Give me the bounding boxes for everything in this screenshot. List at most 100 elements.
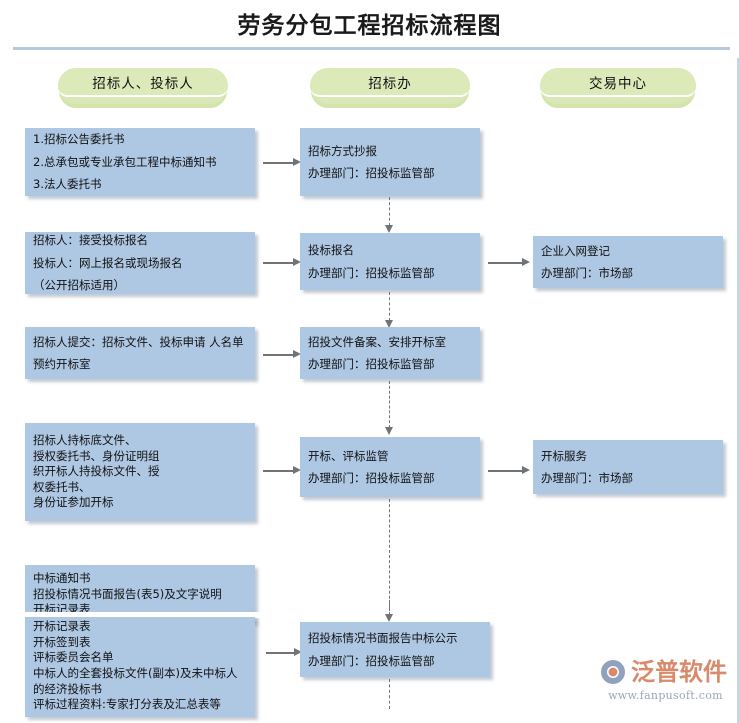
arrow-left3-to-mid3: [263, 350, 301, 359]
arrow-shaft: [488, 262, 523, 264]
arrow-head: [293, 258, 301, 266]
lane-header-bidder: 招标人、投标人: [58, 68, 228, 104]
arrow-left1-to-mid1: [263, 158, 301, 167]
arrow-shaft: [266, 652, 295, 654]
arrow-head: [522, 466, 530, 474]
node-mid-2: 投标报名 办理部门：招投标监管部: [300, 233, 480, 290]
brand-watermark: 泛普软件 www.fanpusoft.com: [598, 657, 733, 717]
connector-mid4-to-mid5: [389, 499, 390, 609]
node-left-2-line-2: 投标人：网上报名或现场报名: [33, 255, 183, 270]
arrow-head: [293, 466, 301, 474]
arrow-mid1-to-mid2: [385, 197, 394, 233]
node-left-4-line-4: 权委托书、: [33, 479, 91, 494]
arrow-head: [294, 648, 302, 656]
node-left-5-top-line-2: 招投标情况书面报告(表5)及文字说明: [33, 586, 222, 601]
node-left-2-line-1: 招标人：接受投标报名: [33, 233, 148, 248]
node-mid-5: 招投标情况书面报告中标公示 办理部门：招投标监管部: [300, 622, 490, 677]
title-divider: [13, 47, 730, 50]
node-right-4-line-1: 开标服务: [541, 448, 587, 463]
node-mid-3: 招投文件备案、安排开标室 办理部门：招投标监管部: [300, 327, 480, 379]
node-left-3: 招标人提交：招标文件、投标申请 人名单 预约开标室: [25, 327, 255, 379]
node-left-5-bottom-line-5: 的经济投标书: [33, 681, 102, 696]
arrow-head: [293, 158, 301, 166]
node-left-4-line-3: 织开标人持投标文件、授: [33, 464, 160, 479]
node-mid-5-line-1: 招投标情况书面报告中标公示: [308, 631, 458, 646]
node-left-5-top-line-1: 中标通知书: [33, 571, 91, 585]
node-left-5-bottom-line-6: 评标过程资料:专家打分表及汇总表等: [33, 697, 221, 712]
node-left-1: 1.招标公告委托书 2.总承包或专业承包工程中标通知书 3.法人委托书: [25, 128, 255, 196]
node-left-3-line-1: 招标人提交：招标文件、投标申请 人名单: [33, 334, 244, 349]
node-left-5-bottom: 开标记录表 开标签到表 评标委员会名单 中标人的全套投标文件(副本)及未中标人 …: [25, 617, 255, 717]
lane-pill-face-bidder: 招标人、投标人: [58, 68, 228, 97]
node-right-2: 企业入网登记 办理部门：市场部: [533, 236, 723, 288]
node-mid-3-line-1: 招投文件备案、安排开标室: [308, 334, 446, 349]
node-right-4: 开标服务 办理部门：市场部: [533, 440, 723, 494]
arrow-head: [385, 225, 393, 233]
lane-header-bid-office: 招标办: [310, 68, 470, 104]
arrow-shaft: [388, 600, 392, 615]
node-mid-5-line-2: 办理部门：招投标监管部: [308, 653, 435, 668]
arrow-shaft: [388, 292, 392, 321]
node-left-2: 招标人：接受投标报名 投标人：网上报名或现场报名 （公开招标适用）: [25, 232, 255, 294]
node-mid-3-line-2: 办理部门：招投标监管部: [308, 357, 435, 371]
arrow-left4-to-mid4: [263, 466, 301, 475]
node-left-5-bottom-line-4: 中标人的全套投标文件(副本)及未中标人: [33, 665, 238, 680]
brand-url: www.fanpusoft.com: [608, 689, 723, 702]
arrow-into-mid5: [385, 600, 394, 622]
node-left-1-line-2: 2.总承包或专业承包工程中标通知书: [33, 154, 217, 169]
arrow-mid4-to-right4: [488, 466, 530, 475]
right-page-rule: [737, 58, 739, 723]
node-mid-2-line-1: 投标报名: [308, 243, 354, 258]
node-left-4-line-1: 招标人持标底文件、: [33, 432, 137, 447]
arrow-shaft: [388, 381, 392, 428]
lane-header-trade-center: 交易中心: [540, 68, 696, 104]
brand-row: 泛普软件: [598, 657, 733, 687]
arrow-shaft: [263, 354, 294, 356]
lane-label-bid-office: 招标办: [368, 75, 412, 92]
arrow-head: [522, 258, 530, 266]
node-right-2-line-1: 企业入网登记: [541, 243, 610, 258]
node-left-4-line-5: 身份证参加开标: [33, 495, 114, 510]
lane-pill-face-bid-office: 招标办: [310, 68, 470, 97]
node-mid-1: 招标方式抄报 办理部门：招投标监管部: [300, 128, 480, 196]
node-left-1-line-1: 1.招标公告委托书: [33, 132, 125, 147]
arrow-mid2-to-right2: [488, 258, 530, 267]
node-left-1-line-3: 3.法人委托书: [33, 177, 102, 192]
node-mid-4-line-2: 办理部门：招投标监管部: [308, 471, 435, 485]
node-mid-1-line-2: 办理部门：招投标监管部: [308, 166, 435, 180]
node-left-5-bottom-line-3: 评标委员会名单: [33, 650, 114, 665]
node-left-5-bottom-line-1: 开标记录表: [33, 619, 91, 633]
lane-label-bidder: 招标人、投标人: [92, 75, 194, 92]
fanpu-logo-icon: [598, 657, 628, 687]
arrow-shaft: [263, 470, 294, 472]
arrow-shaft: [263, 162, 294, 164]
node-right-4-line-2: 办理部门：市场部: [541, 471, 633, 485]
node-left-4-line-2: 授权委托书、身份证明组: [33, 448, 160, 463]
brand-name: 泛普软件: [631, 658, 727, 686]
arrow-mid2-to-mid3: [385, 292, 394, 328]
page-title: 劳务分包工程招标流程图: [237, 13, 502, 39]
lane-pill-face-trade-center: 交易中心: [540, 68, 696, 97]
arrow-left5-to-mid5: [266, 648, 302, 657]
connector-mid5-down: [389, 679, 390, 709]
node-mid-1-line-1: 招标方式抄报: [308, 143, 377, 158]
overlap-artifact-band: [22, 612, 262, 618]
lane-label-trade-center: 交易中心: [589, 75, 647, 92]
node-left-5-bottom-line-2: 开标签到表: [33, 634, 91, 649]
arrow-shaft: [388, 197, 392, 226]
node-left-3-line-2: 预约开标室: [33, 357, 91, 371]
node-mid-4: 开标、评标监管 办理部门：招投标监管部: [300, 437, 480, 497]
node-mid-4-line-1: 开标、评标监管: [308, 448, 389, 463]
arrow-head: [385, 427, 393, 435]
arrow-mid3-to-mid4: [385, 381, 394, 435]
node-mid-2-line-2: 办理部门：招投标监管部: [308, 265, 435, 280]
node-right-2-line-2: 办理部门：市场部: [541, 266, 633, 280]
node-left-2-line-3: （公开招标适用）: [33, 278, 125, 293]
arrow-head: [293, 350, 301, 358]
arrow-shaft: [488, 470, 523, 472]
arrow-left2-to-mid2: [263, 258, 301, 267]
node-left-4: 招标人持标底文件、 授权委托书、身份证明组 织开标人持投标文件、授 权委托书、 …: [25, 423, 255, 521]
arrow-head: [385, 614, 393, 622]
arrow-shaft: [263, 262, 294, 264]
